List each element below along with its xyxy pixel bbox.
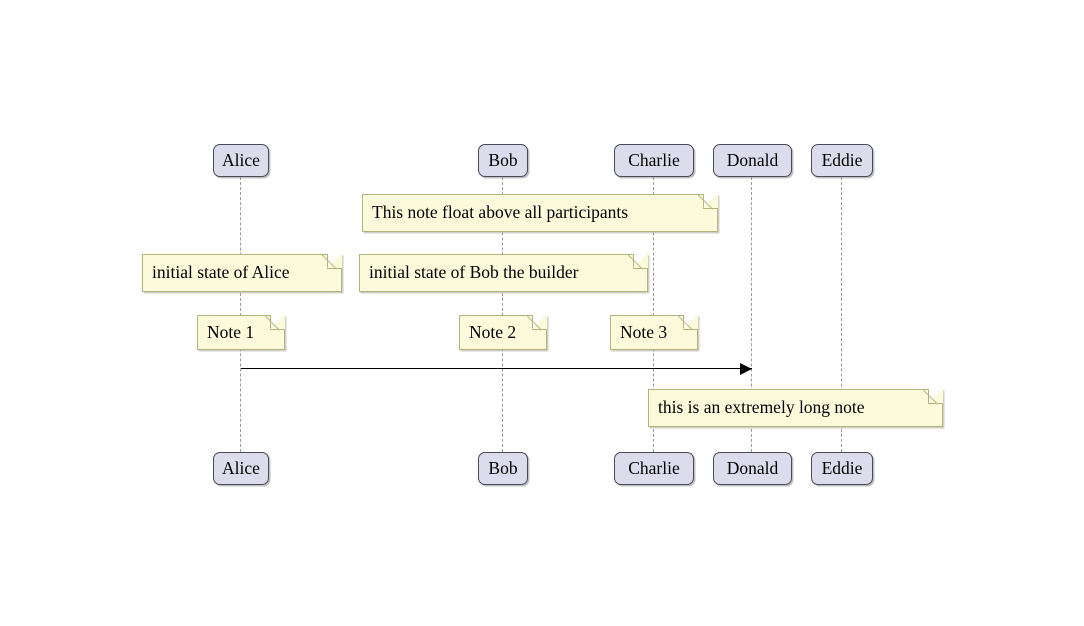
note-fold-corner-icon [632, 252, 649, 269]
note-text: this is an extremely long note [658, 397, 865, 418]
lifeline-alice [240, 177, 242, 452]
participant-top-bob[interactable]: Bob [478, 144, 528, 177]
participant-bottom-bob[interactable]: Bob [478, 452, 528, 485]
note-fold-corner-icon [702, 192, 719, 209]
participant-top-alice[interactable]: Alice [213, 144, 269, 177]
note-text: Note 1 [207, 321, 255, 342]
note-text: initial state of Alice [152, 262, 290, 283]
lifeline-eddie [841, 177, 843, 452]
note-text: initial state of Bob the builder [369, 262, 579, 283]
lifeline-bob [502, 177, 504, 452]
note-1[interactable]: Note 1 [197, 313, 286, 350]
note-fold-corner-icon [682, 313, 699, 330]
participant-bottom-charlie[interactable]: Charlie [614, 452, 694, 485]
lifeline-donald [751, 177, 753, 452]
participant-top-donald[interactable]: Donald [713, 144, 792, 177]
note-fold-corner-icon [927, 387, 944, 404]
note-initial-state-alice[interactable]: initial state of Alice [142, 252, 343, 292]
note-text: This note float above all participants [372, 202, 629, 223]
note-2[interactable]: Note 2 [459, 313, 548, 350]
message-line-alice-to-donald[interactable] [241, 368, 752, 369]
note-fold-corner-icon [531, 313, 548, 330]
message-arrowhead-icon [740, 363, 752, 375]
note-extremely-long[interactable]: this is an extremely long note [648, 387, 944, 427]
note-initial-state-bob[interactable]: initial state of Bob the builder [359, 252, 649, 292]
participant-top-eddie[interactable]: Eddie [811, 144, 873, 177]
note-3[interactable]: Note 3 [610, 313, 699, 350]
note-over-all-participants[interactable]: This note float above all participants [362, 192, 719, 232]
note-text: Note 3 [620, 321, 668, 342]
participant-top-charlie[interactable]: Charlie [614, 144, 694, 177]
note-fold-corner-icon [326, 252, 343, 269]
participant-bottom-donald[interactable]: Donald [713, 452, 792, 485]
note-fold-corner-icon [269, 313, 286, 330]
note-text: Note 2 [469, 321, 517, 342]
participant-bottom-eddie[interactable]: Eddie [811, 452, 873, 485]
lifeline-charlie [653, 177, 655, 452]
participant-bottom-alice[interactable]: Alice [213, 452, 269, 485]
